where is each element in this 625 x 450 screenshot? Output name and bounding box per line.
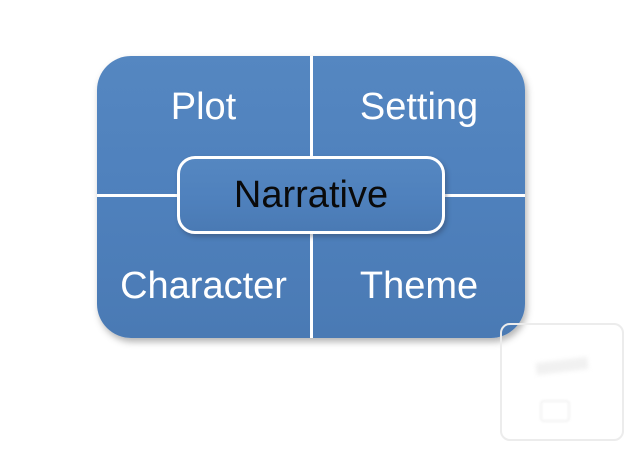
quadrant-character-label: Character (120, 264, 287, 307)
ghost-artifact-smudge (540, 400, 570, 422)
quadrant-character: Character (97, 233, 310, 338)
quadrant-theme-label: Theme (359, 264, 479, 307)
quadrant-setting: Setting (313, 56, 525, 157)
center-narrative-box: Narrative (177, 156, 445, 234)
quadrant-setting-label: Setting (359, 85, 479, 128)
ghost-artifact-outline (500, 323, 624, 441)
quadrant-plot: Plot (97, 56, 310, 157)
quadrant-theme: Theme (313, 233, 525, 338)
center-narrative-label: Narrative (233, 174, 389, 216)
quadrant-plot-label: Plot (170, 85, 237, 128)
